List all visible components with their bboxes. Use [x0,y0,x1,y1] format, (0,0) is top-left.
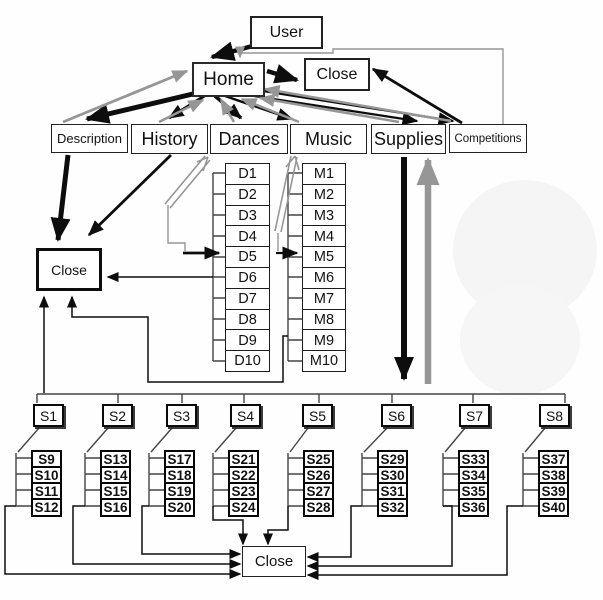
arrow-mlist-to-close-mid [67,295,288,383]
node-competitions: Competitions [449,124,527,153]
arrow-history-to-close [87,153,172,237]
node-music: Music [290,124,367,154]
music-page-item: M9 [302,329,346,352]
supplies-parent-item: S3 [166,404,197,427]
dances-page-item: D1 [225,163,270,186]
dances-page-item: D2 [225,183,270,207]
s1-group-bracket [15,427,40,507]
music-page-item: M2 [302,183,346,207]
route-group7-to-close [306,505,453,571]
background-ghost [453,180,597,395]
supplies-group-item: S33 [458,450,489,469]
node-home: Home [192,62,265,97]
music-page-item: M7 [302,287,346,311]
node-description: Description [51,124,128,153]
arrow-home-to-close [266,64,299,84]
return-stub-dances [167,205,186,251]
supplies-group-item: S16 [100,498,131,517]
dances-list-bracket [212,172,225,362]
supplies-parent-item: S2 [102,404,133,427]
node-supplies: Supplies [371,124,446,154]
route-group1-to-close [4,505,242,579]
music-page-item: M10 [302,350,346,373]
return-arrows [62,46,504,384]
dances-page-item: D3 [225,204,270,227]
supplies-group-item: S14 [100,466,131,485]
node-close-top: Close [304,58,370,91]
supplies-group-item: S18 [164,466,195,485]
node-close-bottom: Close [242,546,306,577]
supplies-group-item: S39 [538,482,569,501]
s6-group-bracket [361,427,388,507]
supplies-parent-item: S8 [539,404,570,427]
supplies-group-item: S36 [458,498,489,517]
arrow-music-to-home [240,97,300,124]
arrow-competitions-to-home-direct [263,85,452,123]
arrow-history-to-home [158,98,205,124]
music-page-item: M5 [302,246,346,269]
node-close-mid: Close [36,248,102,291]
route-group2-to-close [72,505,242,569]
supplies-group-item: S25 [303,450,334,469]
supplies-parent-item: S5 [302,404,333,427]
supplies-group-item: S28 [303,498,334,517]
supplies-group-item: S24 [228,498,259,517]
supplies-parent-item: S7 [459,404,490,427]
s4-group-bracket [212,427,237,507]
s8-group-bracket [522,427,546,507]
music-page-item: M4 [302,225,346,248]
s2-group-bracket [84,427,109,507]
route-group8-to-close [306,505,523,580]
dances-page-item: D7 [225,287,270,311]
arrow-description-to-close [50,154,71,242]
supplies-parent-item: S6 [381,404,412,427]
s7-group-bracket [442,427,466,507]
supplies-parent-item: S4 [230,404,261,427]
supplies-group-item: S38 [538,466,569,485]
supplies-group-item: S27 [303,482,334,501]
dances-page-item: D9 [225,329,270,352]
supplies-group-item: S40 [538,498,569,517]
supplies-group-item: S35 [458,482,489,501]
music-page-item: M6 [302,267,346,290]
supplies-group-item: S12 [31,498,62,517]
route-group3-to-close [141,505,242,559]
music-page-item: M1 [302,163,346,186]
supplies-group-item: S30 [377,466,408,485]
s5-group-bracket [287,427,309,507]
s3-group-bracket [148,427,173,507]
arrow-supplies-to-home [258,94,400,124]
route-group5-to-close [263,506,289,546]
dances-page-item: D6 [225,267,270,290]
outline-arrow-to-music [274,155,300,233]
structure-lines [15,172,566,507]
supplies-group-item: S32 [377,498,408,517]
dances-page-item: D8 [225,308,270,331]
arrow-user-to-home [210,41,257,61]
music-list-bracket [287,172,302,362]
route-group4-to-close [212,506,248,546]
arrow-home-to-description [85,90,198,124]
node-history: History [131,124,208,154]
supplies-main-line [36,393,566,403]
node-dances: Dances [210,124,288,154]
supplies-parent-item: S1 [33,404,64,427]
route-competitions-to-home [235,46,504,124]
node-user: User [250,16,323,49]
dances-page-item: D5 [225,246,270,269]
supplies-group-item: S10 [31,466,62,485]
music-page-item: M8 [302,308,346,331]
forward-arrows [4,41,523,580]
arrow-description-to-home [62,69,189,124]
dances-page-item: D4 [225,225,270,248]
arrow-dances-to-home [219,98,236,123]
dances-page-item: D10 [225,350,270,373]
music-page-item: M3 [302,204,346,227]
route-group6-to-close [306,505,362,562]
outline-arrow-to-dances [164,155,211,209]
supplies-group-item: S20 [164,498,195,517]
supplies-group-item: S21 [228,450,259,469]
